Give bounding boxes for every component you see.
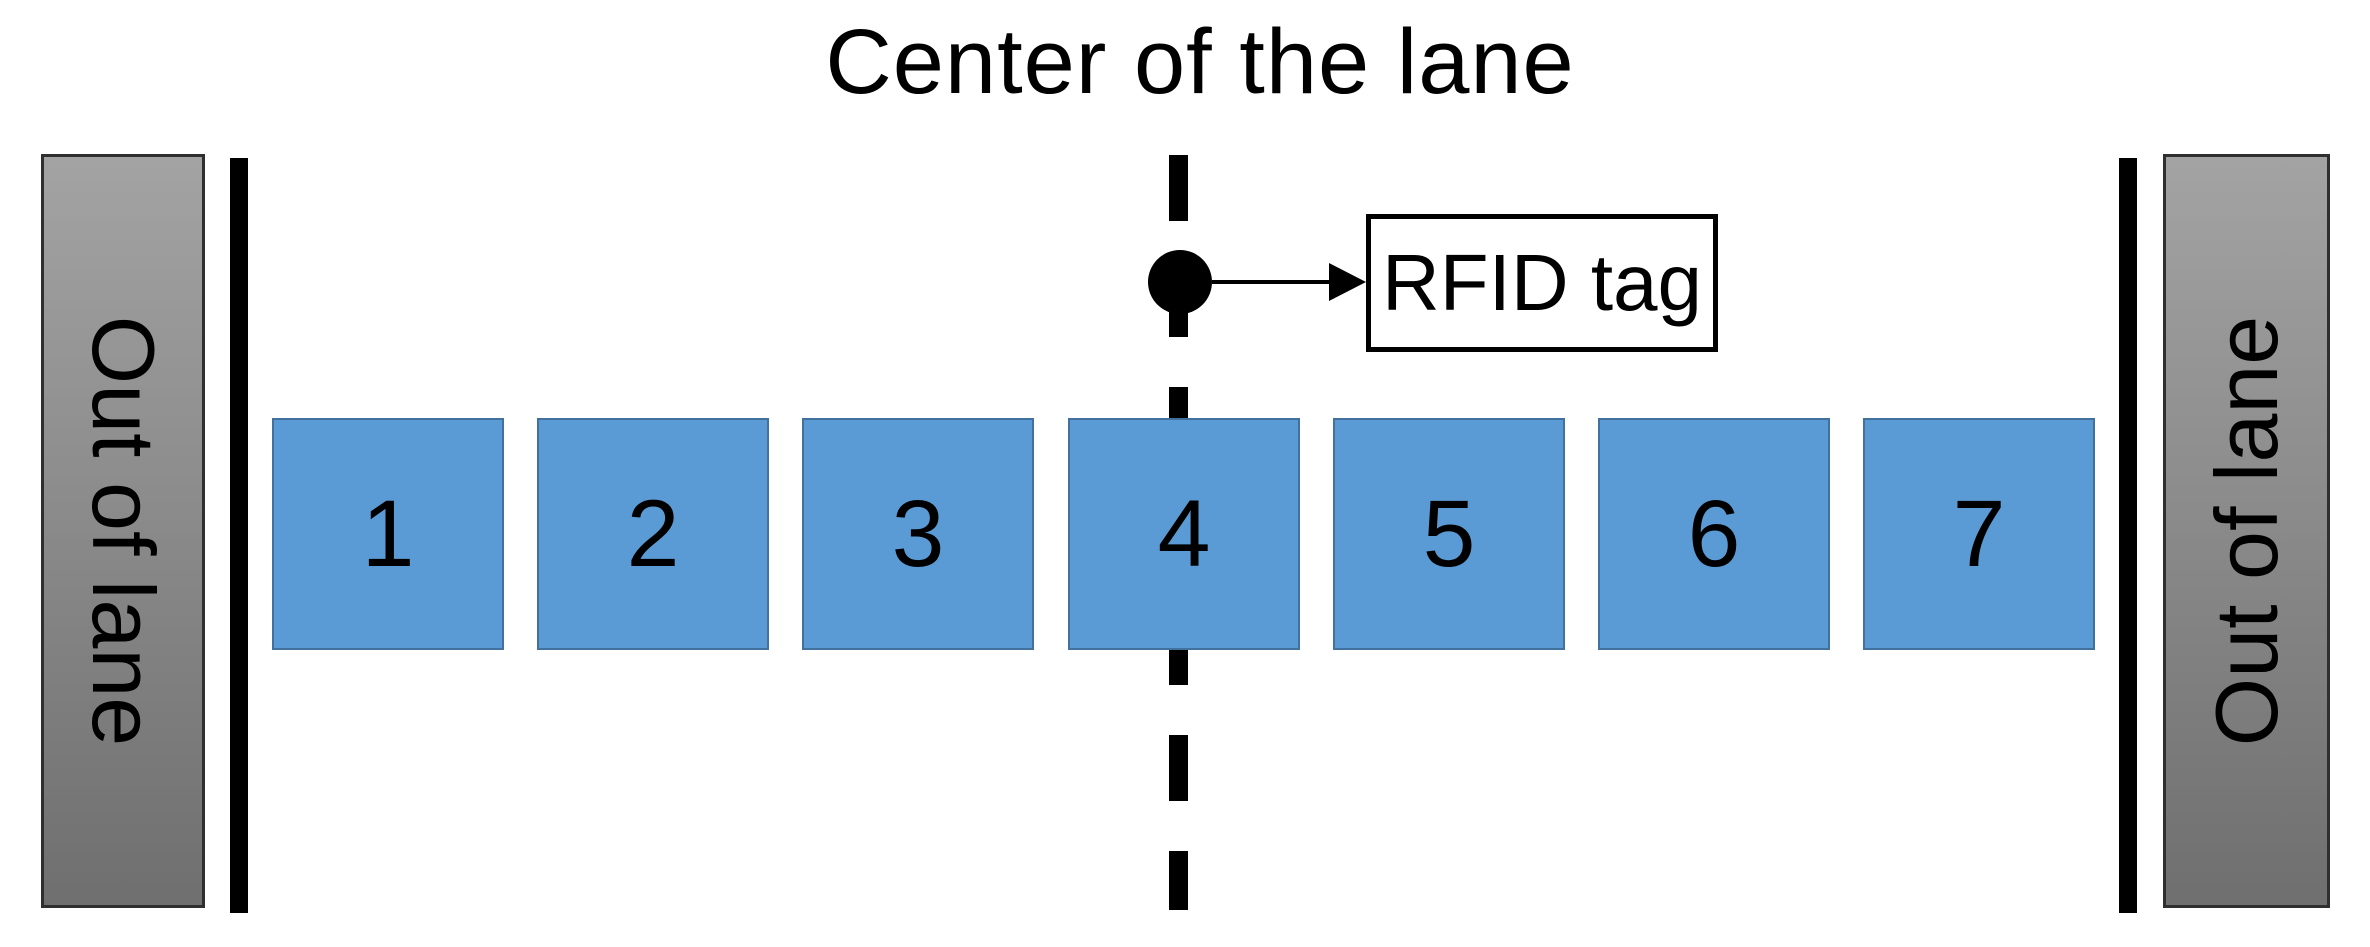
right-lane-edge-line [2119,158,2137,913]
sensor-cell-5: 5 [1333,418,1565,650]
left-out-of-lane-bar: Out of lane [41,154,205,908]
rfid-tag-label: RFID tag [1381,238,1703,327]
rfid-tag-point-icon [1148,250,1212,314]
rfid-tag-label-box: RFID tag [1366,214,1718,352]
left-lane-edge-line [230,158,248,913]
diagram-title: Center of the lane [825,11,1575,113]
sensor-row: 1 2 3 4 5 6 7 [272,418,2095,650]
right-out-of-lane-label: Out of lane [2196,315,2296,747]
sensor-cell-3: 3 [802,418,1034,650]
sensor-cell-1: 1 [272,418,504,650]
sensor-cell-4: 4 [1068,418,1300,650]
rfid-arrow-line-icon [1212,280,1330,284]
right-out-of-lane-bar: Out of lane [2163,154,2330,908]
left-out-of-lane-label: Out of lane [74,315,173,747]
rfid-arrow-head-icon [1329,263,1366,301]
sensor-cell-2: 2 [537,418,769,650]
sensor-cell-7: 7 [1863,418,2095,650]
sensor-cell-6: 6 [1598,418,1830,650]
